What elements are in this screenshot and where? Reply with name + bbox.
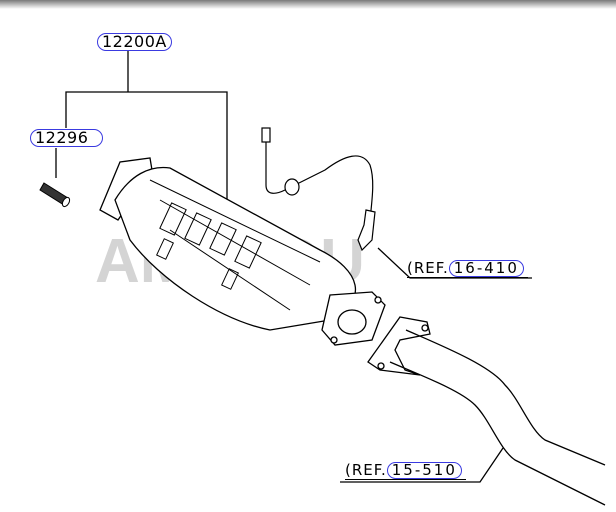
reference-link-15-510[interactable]: 15-510 <box>386 462 462 479</box>
reference-16-410: (REF.16-410 <box>407 259 528 278</box>
leader-15-510 <box>340 447 504 483</box>
front-pipe <box>367 316 606 506</box>
stud-bolt <box>39 182 71 208</box>
leader-16-410 <box>377 247 532 279</box>
reference-prefix: (REF. <box>407 259 449 277</box>
reference-15-510: (REF.15-510 <box>345 461 466 480</box>
catalytic-converter <box>99 157 386 346</box>
reference-link-16-410[interactable]: 16-410 <box>448 260 524 277</box>
part-callout-12200A[interactable]: 12200A <box>97 33 172 51</box>
reference-prefix: (REF. <box>345 461 387 479</box>
top-bar <box>0 0 616 9</box>
oxygen-sensor <box>261 127 376 252</box>
part-callout-12296[interactable]: 12296 <box>30 129 104 147</box>
leader-12200A <box>65 51 228 200</box>
